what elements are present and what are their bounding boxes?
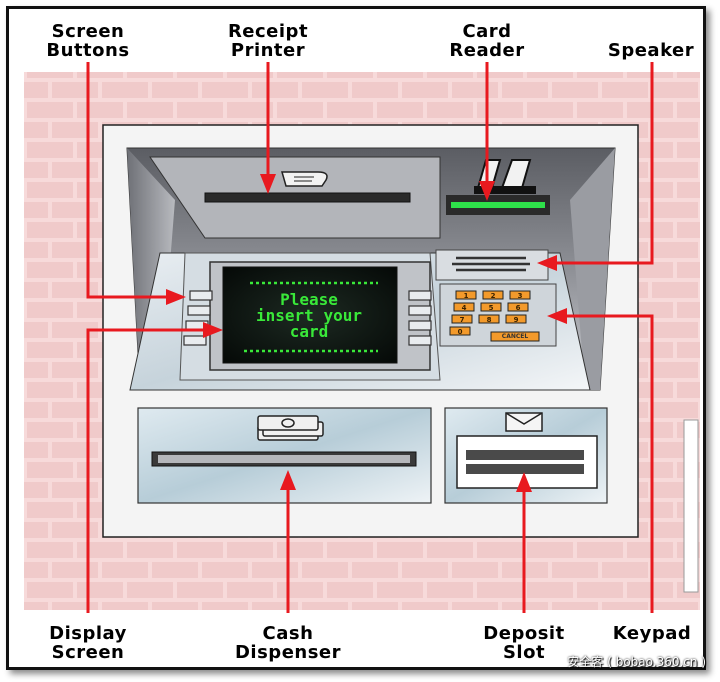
keypad-key-label-8: 8 [487,316,492,324]
label-deposit-slot-line1: Deposit [483,623,565,644]
label-screen-buttons: Screen Buttons [38,22,138,60]
arrow-speaker [537,255,557,271]
deposit-frame [456,435,598,489]
label-card-reader-line2: Reader [449,40,525,61]
keypad-key-label-6: 6 [516,304,521,312]
label-keypad-line1: Keypad [612,623,692,644]
label-cash-dispenser-line1: Cash [262,623,314,644]
label-screen-buttons-line1: Screen [51,21,125,42]
label-deposit-slot: Deposit Slot [474,624,574,662]
cash-icon [257,415,324,441]
label-keypad: Keypad [602,624,702,643]
label-display-screen-line2: Screen [51,642,125,663]
keypad-key-label-5: 5 [489,304,494,312]
label-speaker-line1: Speaker [607,40,695,61]
keypad-key-8 [478,314,500,324]
arrow-card-reader [479,181,495,201]
label-display-screen: Display Screen [38,624,138,662]
arrow-screen-buttons [166,289,186,305]
keypad-key-label-3: 3 [518,292,523,300]
keypad-key-2 [482,290,504,300]
cavity-right-wall [570,148,615,390]
keypad-key-label-0: 0 [458,328,463,336]
receipt-paper-icon [281,171,328,187]
display-line-1: Please [280,290,338,309]
display-line-2: insert your [256,306,362,325]
right-edge-strip [683,419,699,593]
display-line-3: card [289,322,329,341]
receipt-slot [204,192,411,203]
keypad-key-0 [449,326,471,336]
keypad-keys: 1 2 3 4 5 6 7 8 9 0 [449,290,531,336]
deposit-slot [466,450,584,460]
label-card-reader-line1: Card [462,21,512,42]
keypad-key-label-9: 9 [514,316,519,324]
card-slot-light [451,202,545,208]
arrow-keypad [547,308,567,324]
keypad-key-9 [505,314,527,324]
speaker-grille-icon [452,256,530,272]
label-display-screen-line1: Display [49,623,127,644]
callout-arrows [86,62,654,613]
keypad-key-4 [453,302,475,312]
arrow-cash-dispenser [280,470,296,490]
cancel-key-label: CANCEL [501,333,529,340]
keypad-key-label-1: 1 [464,292,469,300]
keypad-key-3 [509,290,531,300]
label-cash-dispenser-line2: Dispenser [234,642,342,663]
keypad-key-6 [507,302,529,312]
label-cash-dispenser: Cash Dispenser [228,624,348,662]
arrow-display-screen [203,322,223,338]
keypad-key-5 [480,302,502,312]
label-screen-buttons-line2: Buttons [46,40,130,61]
keypad-key-label-2: 2 [491,292,496,300]
keypad-key-label-7: 7 [460,316,465,324]
arrow-receipt-printer [260,174,276,194]
label-speaker: Speaker [596,41,706,60]
label-deposit-slot-line2: Slot [502,642,546,663]
watermark: 安全客 ( bobao.360.cn ) [567,655,706,669]
display-message: Please insert your card [234,292,384,340]
label-receipt-printer-line2: Printer [230,40,306,61]
label-receipt-printer: Receipt Printer [218,22,318,60]
label-receipt-printer-line1: Receipt [227,21,309,42]
screen-buttons-right [408,290,432,346]
keypad-key-label-4: 4 [462,304,467,312]
envelope-icon [505,412,543,432]
keypad-key-7 [451,314,473,324]
label-card-reader: Card Reader [437,22,537,60]
cancel-key [490,331,540,342]
keypad-key-1 [455,290,477,300]
arrow-deposit-slot [516,472,532,492]
